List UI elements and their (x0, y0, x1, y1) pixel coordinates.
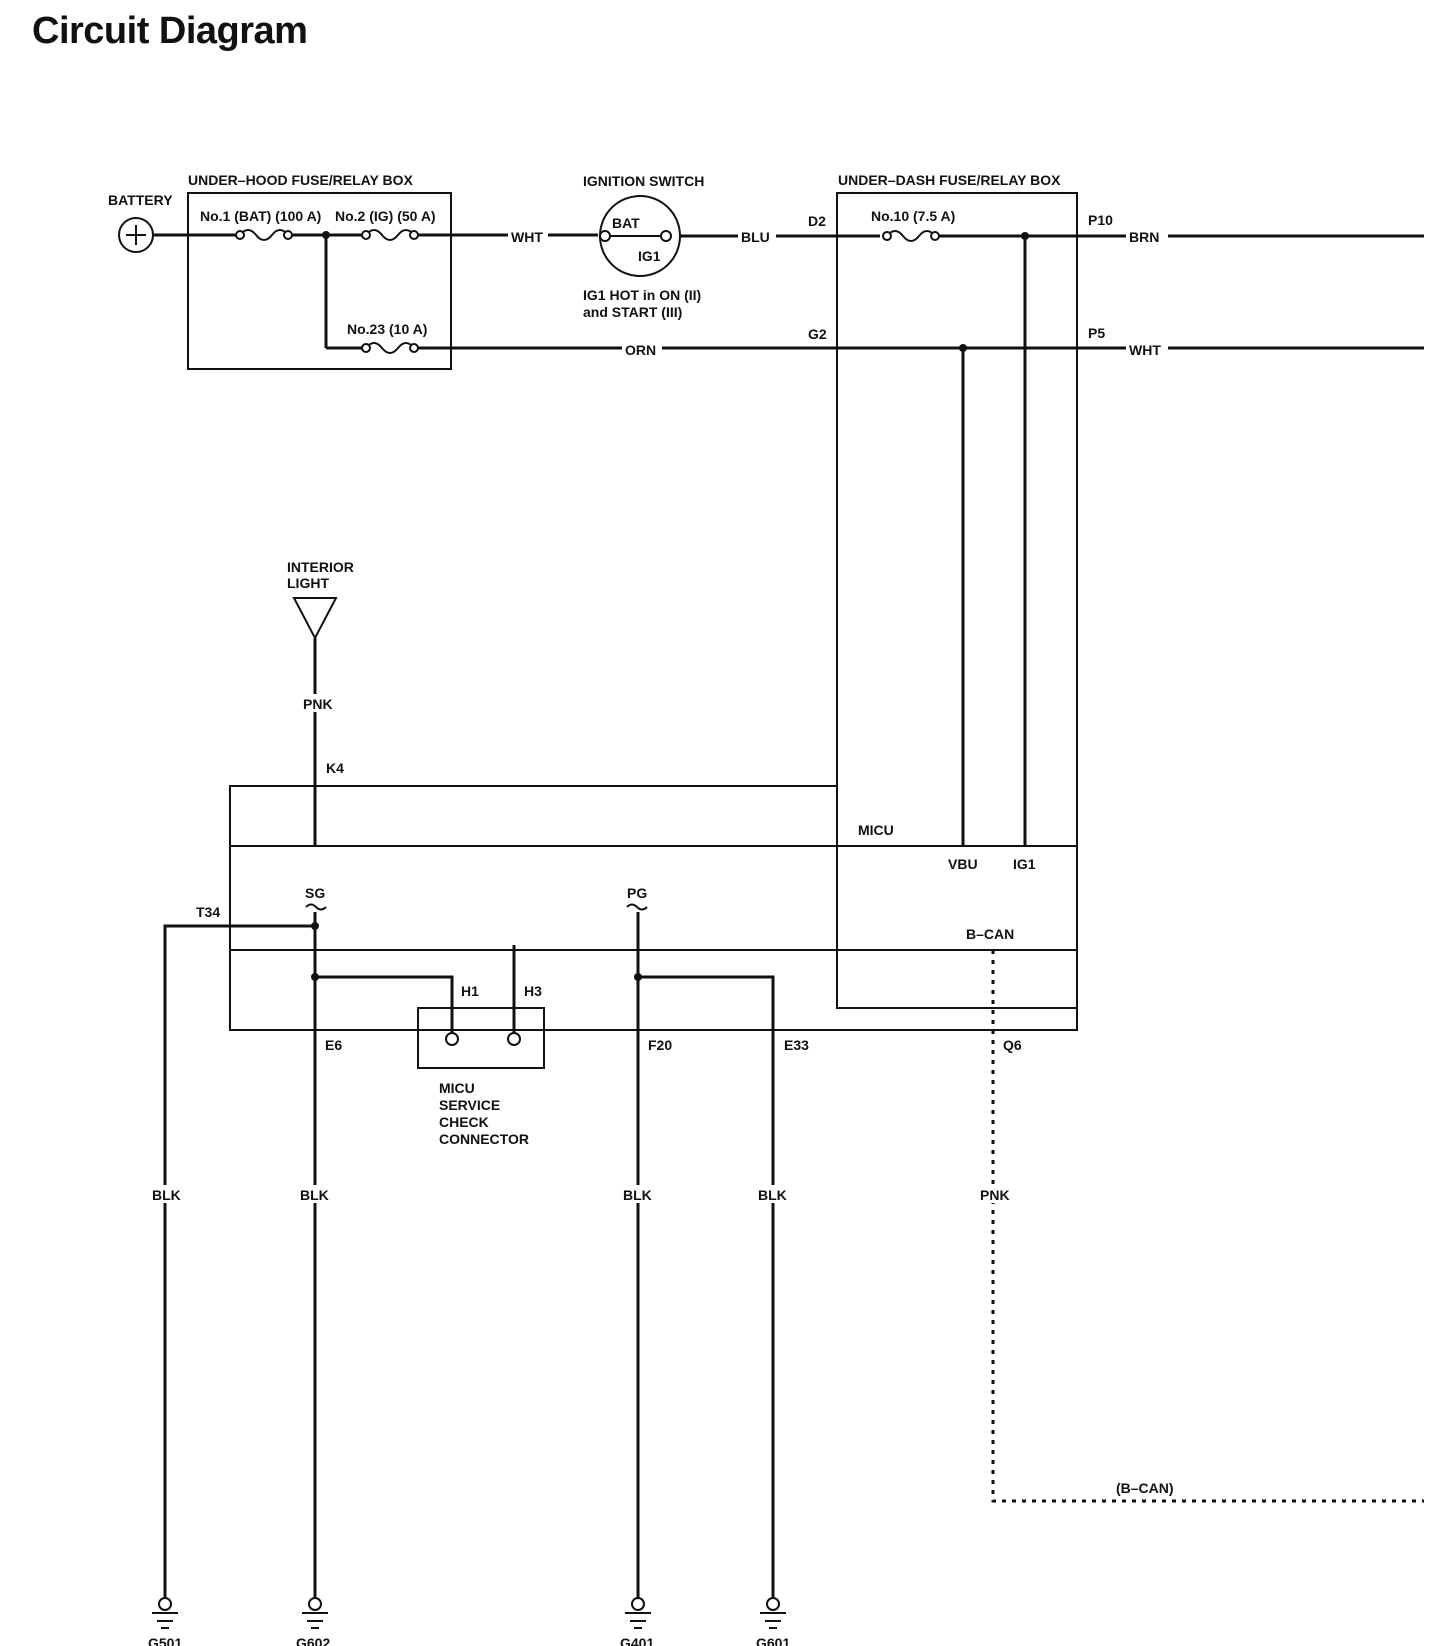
ground-g501-symbol (152, 1597, 178, 1629)
pin-e6-label: E6 (325, 1037, 342, 1053)
fuse-1-label: No.1 (BAT) (100 A) (200, 208, 321, 224)
interior-light-label-2: LIGHT (287, 575, 329, 591)
fuse-2-symbol (365, 229, 415, 241)
fuse-2-label: No.2 (IG) (50 A) (335, 208, 436, 224)
micu-label: MICU (858, 822, 894, 838)
ground-g602-symbol (302, 1597, 328, 1629)
wire-pnk-label-1: PNK (303, 696, 333, 712)
pin-q6-label: Q6 (1003, 1037, 1022, 1053)
fuse-10-symbol (886, 230, 936, 242)
wire-wht-label-1: WHT (511, 229, 543, 245)
bcan-label: B–CAN (966, 926, 1014, 942)
battery-symbol (118, 217, 154, 253)
wire-pnk-label-2: PNK (980, 1187, 1010, 1203)
svc-label-2: SERVICE (439, 1097, 500, 1113)
bcan-paren-label: (B–CAN) (1116, 1480, 1174, 1496)
svc-label-3: CHECK (439, 1114, 489, 1130)
micu-service-check-connector (417, 1007, 545, 1069)
pin-p10-label: P10 (1088, 212, 1113, 228)
wire-orn-label: ORN (625, 342, 656, 358)
ignition-switch-label: IGNITION SWITCH (583, 173, 704, 189)
battery-label: BATTERY (108, 192, 173, 208)
fuse-23-symbol (365, 342, 415, 354)
vbu-label: VBU (948, 856, 978, 872)
ground-g401-symbol (625, 1597, 651, 1629)
wire-blu-label: BLU (741, 229, 770, 245)
pin-e33-label: E33 (784, 1037, 809, 1053)
wire-bcan (991, 950, 1424, 1503)
h3-label: H3 (524, 983, 542, 999)
blk-label-2: BLK (300, 1187, 329, 1203)
blk-label-4: BLK (758, 1187, 787, 1203)
pin-g2-label: G2 (808, 326, 827, 342)
fuse-23-label: No.23 (10 A) (347, 321, 427, 337)
t34-label: T34 (196, 904, 220, 920)
under-hood-box-label: UNDER–HOOD FUSE/RELAY BOX (188, 172, 413, 188)
pin-f20-label: F20 (648, 1037, 672, 1053)
fuse-1-symbol (239, 229, 289, 241)
wire-d2-to-micu (229, 236, 1078, 1031)
ignition-ig1-label: IG1 (638, 248, 661, 264)
ignition-note-1: IG1 HOT in ON (II) (583, 287, 701, 303)
svc-label-4: CONNECTOR (439, 1131, 529, 1147)
wire-wht-label-2: WHT (1129, 342, 1161, 358)
ignition-bat-label: BAT (612, 215, 640, 231)
ig1-label: IG1 (1013, 856, 1036, 872)
under-hood-fuse-box (187, 192, 452, 370)
interior-light-symbol (292, 597, 338, 641)
g602-label: G602 (296, 1635, 330, 1646)
pg-label: PG (627, 885, 647, 901)
blk-label-3: BLK (623, 1187, 652, 1203)
under-dash-box-label: UNDER–DASH FUSE/RELAY BOX (838, 172, 1061, 188)
fuse-10-label: No.10 (7.5 A) (871, 208, 955, 224)
g401-label: G401 (620, 1635, 654, 1646)
g501-label: G501 (148, 1635, 182, 1646)
pin-p5-label: P5 (1088, 325, 1105, 341)
ground-g601-symbol (760, 1597, 786, 1629)
pin-k4-label: K4 (326, 760, 344, 776)
svc-label-1: MICU (439, 1080, 475, 1096)
ignition-note-2: and START (III) (583, 304, 682, 320)
g601-label: G601 (756, 1635, 790, 1646)
pin-d2-label: D2 (808, 213, 826, 229)
wire-brn-label: BRN (1129, 229, 1159, 245)
h1-label: H1 (461, 983, 479, 999)
under-dash-fuse-box (836, 192, 1078, 1009)
sg-label: SG (305, 885, 325, 901)
interior-light-label-1: INTERIOR (287, 559, 354, 575)
page-title: Circuit Diagram (32, 10, 308, 52)
blk-label-1: BLK (152, 1187, 181, 1203)
